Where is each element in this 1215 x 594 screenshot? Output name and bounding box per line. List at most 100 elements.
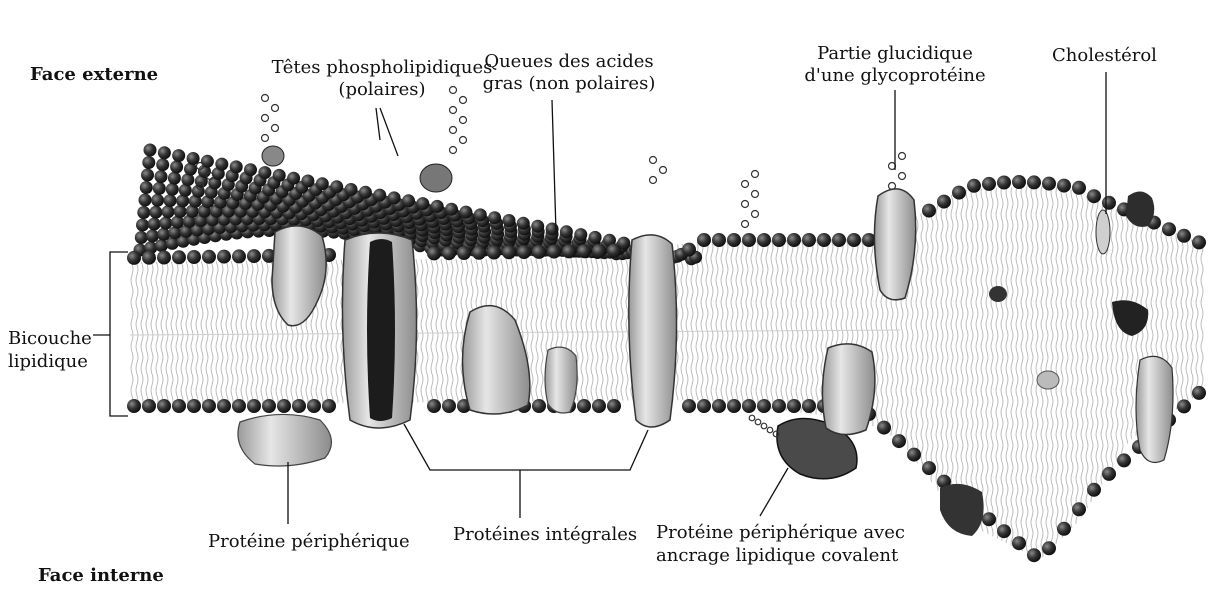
outer-surface-head: [589, 231, 602, 244]
inner-leaflet-head: [172, 399, 186, 413]
label-proteines-integrales: Protéines intégrales: [453, 524, 637, 546]
inner-leaflet-head: [127, 399, 141, 413]
outer-surface-head: [574, 228, 587, 241]
label-face-externe: Face externe: [30, 64, 158, 86]
inner-leaflet-head: [877, 421, 891, 435]
outer-leaflet-head: [832, 233, 846, 247]
outer-surface-head: [141, 169, 154, 182]
outer-leaflet-head: [802, 233, 816, 247]
sugar-unit: [262, 135, 269, 142]
outer-leaflet-head: [1057, 179, 1071, 193]
dark-protein-top-right: [1126, 191, 1154, 226]
outer-surface-head: [560, 225, 573, 238]
outer-surface-head: [140, 181, 153, 194]
label-face-interne: Face interne: [38, 565, 164, 587]
sugar-unit: [752, 171, 759, 178]
outer-surface-head: [330, 180, 343, 193]
glycoprotein-body: [874, 189, 915, 300]
outer-leaflet-head: [1012, 175, 1026, 189]
outer-surface-head: [149, 206, 162, 219]
sugar-unit: [262, 115, 269, 122]
label-bicouche-line2: lipidique: [8, 350, 92, 373]
outer-leaflet-head: [997, 176, 1011, 190]
outer-surface-head: [359, 186, 372, 199]
outer-leaflet-head: [1192, 235, 1206, 249]
cholesterol-molecule: [1096, 210, 1110, 254]
outer-surface-head: [431, 200, 444, 213]
inner-leaflet-head: [1117, 453, 1131, 467]
inner-leaflet-head: [307, 399, 321, 413]
outer-leaflet-head: [457, 246, 471, 260]
outer-leaflet-head: [1102, 196, 1116, 210]
outer-leaflet-head: [472, 246, 486, 260]
inner-leaflet-head: [217, 399, 231, 413]
label-cholesterol: Cholestérol: [1052, 45, 1157, 67]
outer-surface-head: [139, 194, 152, 207]
integral-protein-channel-pore: [367, 239, 395, 421]
outer-leaflet-head: [157, 251, 171, 265]
dark-protein-bottom: [940, 484, 984, 536]
outer-surface-head: [258, 166, 271, 179]
inner-leaflet-head: [772, 399, 786, 413]
outer-surface-head: [146, 229, 159, 242]
label-tetes-line2: (polaires): [262, 79, 502, 101]
outer-leaflet-head: [487, 246, 501, 260]
inner-leaflet-head: [1102, 467, 1116, 481]
outer-bump-protein-b: [262, 146, 284, 166]
small-globule-b: [989, 286, 1007, 302]
inner-leaflet-head: [577, 399, 591, 413]
inner-leaflet-head: [427, 399, 441, 413]
leader-ancrage: [760, 468, 788, 516]
small-globule-a: [1037, 371, 1059, 389]
outer-surface-head: [230, 160, 243, 173]
label-glucidique-line1: Partie glucidique: [800, 43, 990, 65]
outer-leaflet-head: [1177, 229, 1191, 243]
sugar-unit: [752, 211, 759, 218]
integral-protein-far-right: [1136, 356, 1173, 462]
lipid-anchor-link: [767, 427, 773, 433]
sugar-unit: [450, 127, 457, 134]
outer-surface-head: [153, 182, 166, 195]
sugar-unit: [889, 183, 896, 190]
inner-leaflet-head: [292, 399, 306, 413]
inner-leaflet-head: [232, 399, 246, 413]
outer-surface-head: [273, 169, 286, 182]
outer-surface-head: [388, 191, 401, 204]
outer-surface-head: [151, 194, 164, 207]
sugar-unit: [272, 125, 279, 132]
outer-surface-head: [301, 175, 314, 188]
inner-leaflet-head: [187, 399, 201, 413]
outer-leaflet-head: [217, 250, 231, 264]
lipid-anchor-link: [749, 415, 755, 421]
outer-leaflet-head: [937, 195, 951, 209]
outer-leaflet-head: [1072, 181, 1086, 195]
outer-surface-head: [201, 155, 214, 168]
outer-surface-head: [136, 219, 149, 232]
inner-leaflet-head: [982, 512, 996, 526]
outer-surface-head: [345, 183, 358, 196]
label-proteine-peripherique: Protéine périphérique: [208, 531, 410, 553]
bicouche-bracket: [93, 252, 128, 416]
outer-leaflet-head: [547, 245, 561, 259]
leader-integrales: [404, 424, 648, 518]
outer-leaflet-head: [697, 233, 711, 247]
inner-leaflet-head: [1177, 399, 1191, 413]
inner-leaflet-head: [712, 399, 726, 413]
outer-surface-head: [137, 206, 150, 219]
outer-surface-head: [287, 172, 300, 185]
outer-leaflet-head: [577, 244, 591, 258]
inner-leaflet-head: [727, 399, 741, 413]
outer-surface-head: [142, 156, 155, 169]
leader-queues: [552, 100, 556, 232]
sugar-unit: [460, 137, 467, 144]
outer-surface-head: [215, 158, 228, 171]
outer-leaflet-head: [562, 244, 576, 258]
outer-surface-head: [316, 177, 329, 190]
outer-surface-head: [503, 214, 516, 227]
inner-leaflet-head: [697, 399, 711, 413]
sugar-unit: [272, 105, 279, 112]
outer-leaflet-head: [187, 250, 201, 264]
sugar-unit: [450, 147, 457, 154]
small-protein-a: [545, 347, 577, 413]
